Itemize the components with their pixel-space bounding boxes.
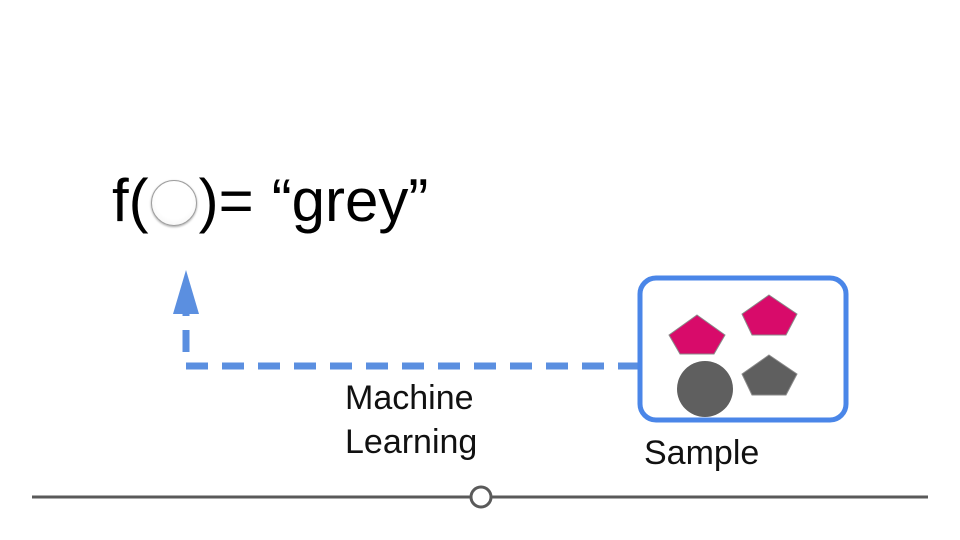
formula-output: “grey” [271,166,429,234]
sample-label: Sample [644,434,760,472]
machine-learning-line-1: Machine [345,379,474,417]
arrow-head-icon [173,270,199,314]
input-circle-icon [150,180,197,226]
formula-equals: )= [198,166,254,234]
machine-learning-label: Machine Learning [345,376,477,464]
dashed-path [182,310,640,370]
pink-pentagon-icon [741,294,798,336]
sample-box [637,275,849,423]
machine-learning-arrow [173,270,640,370]
timeline [32,485,928,509]
pink-pentagon-icon [668,314,726,355]
grey-pentagon-icon [741,354,798,396]
function-formula: f( )= “grey” [112,160,428,240]
sample-box-border [637,275,849,423]
machine-learning-line-2: Learning [345,423,478,461]
formula-function-name: f( [112,166,149,234]
grey-circle-icon [677,361,733,417]
timeline-marker-icon [469,485,493,509]
